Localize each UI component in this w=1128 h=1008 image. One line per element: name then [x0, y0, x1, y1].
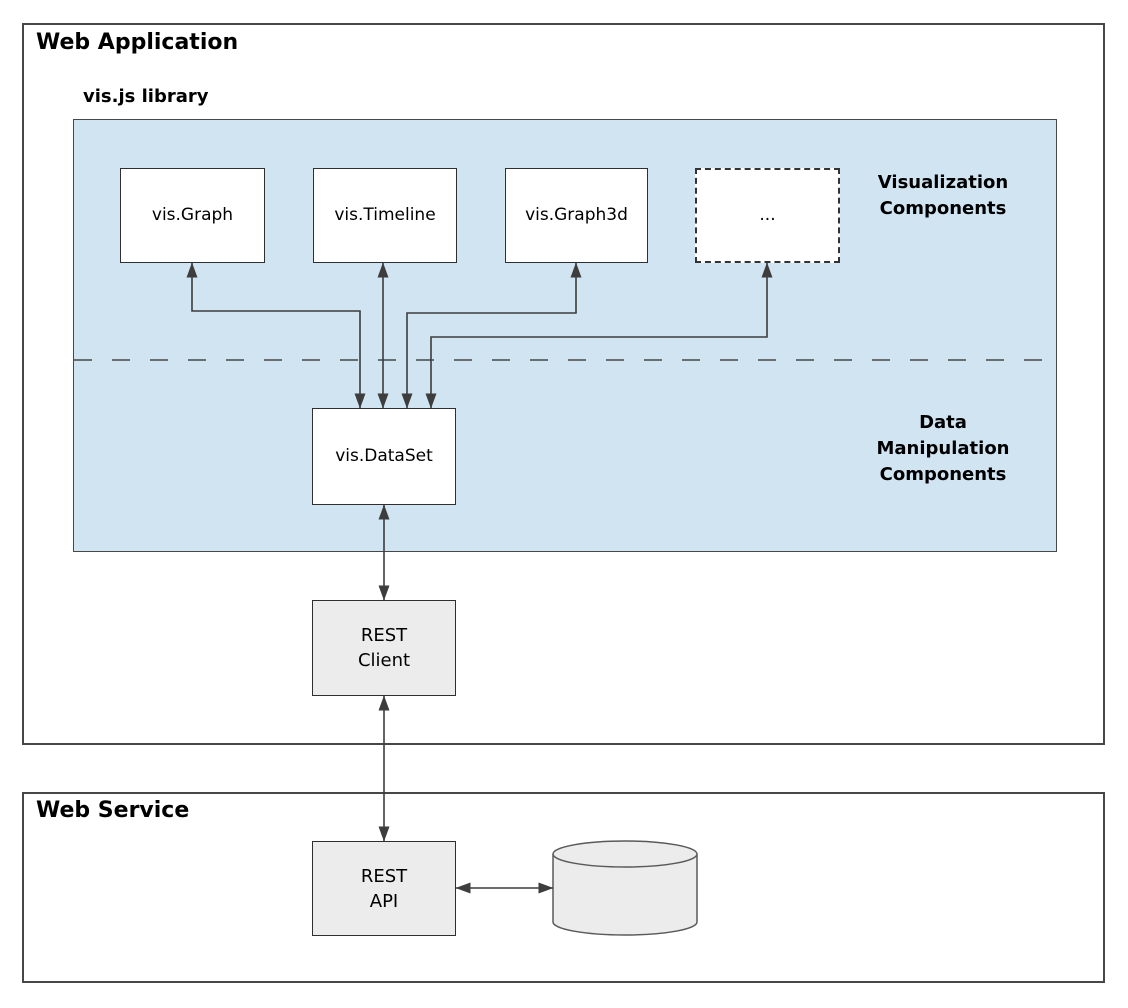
component-box-vis-timeline: vis.Timeline	[313, 168, 457, 263]
rest-client-box: REST Client	[312, 600, 456, 696]
web-application-title: Web Application	[36, 30, 239, 55]
component-box-more: ...	[695, 168, 840, 263]
visjs-library-label: vis.js library	[83, 86, 209, 107]
component-box-vis-graph3d: vis.Graph3d	[505, 168, 648, 263]
rest-api-box: REST API	[312, 841, 456, 936]
data-cylinder-label: Data	[602, 881, 648, 903]
web-service-title: Web Service	[36, 798, 190, 823]
vis-dataset-box: vis.DataSet	[312, 408, 456, 505]
data-manipulation-components-label: Data Manipulation Components	[876, 412, 1010, 485]
component-box-vis-graph: vis.Graph	[120, 168, 265, 263]
visualization-components-label: Visualization Components	[877, 172, 1009, 219]
